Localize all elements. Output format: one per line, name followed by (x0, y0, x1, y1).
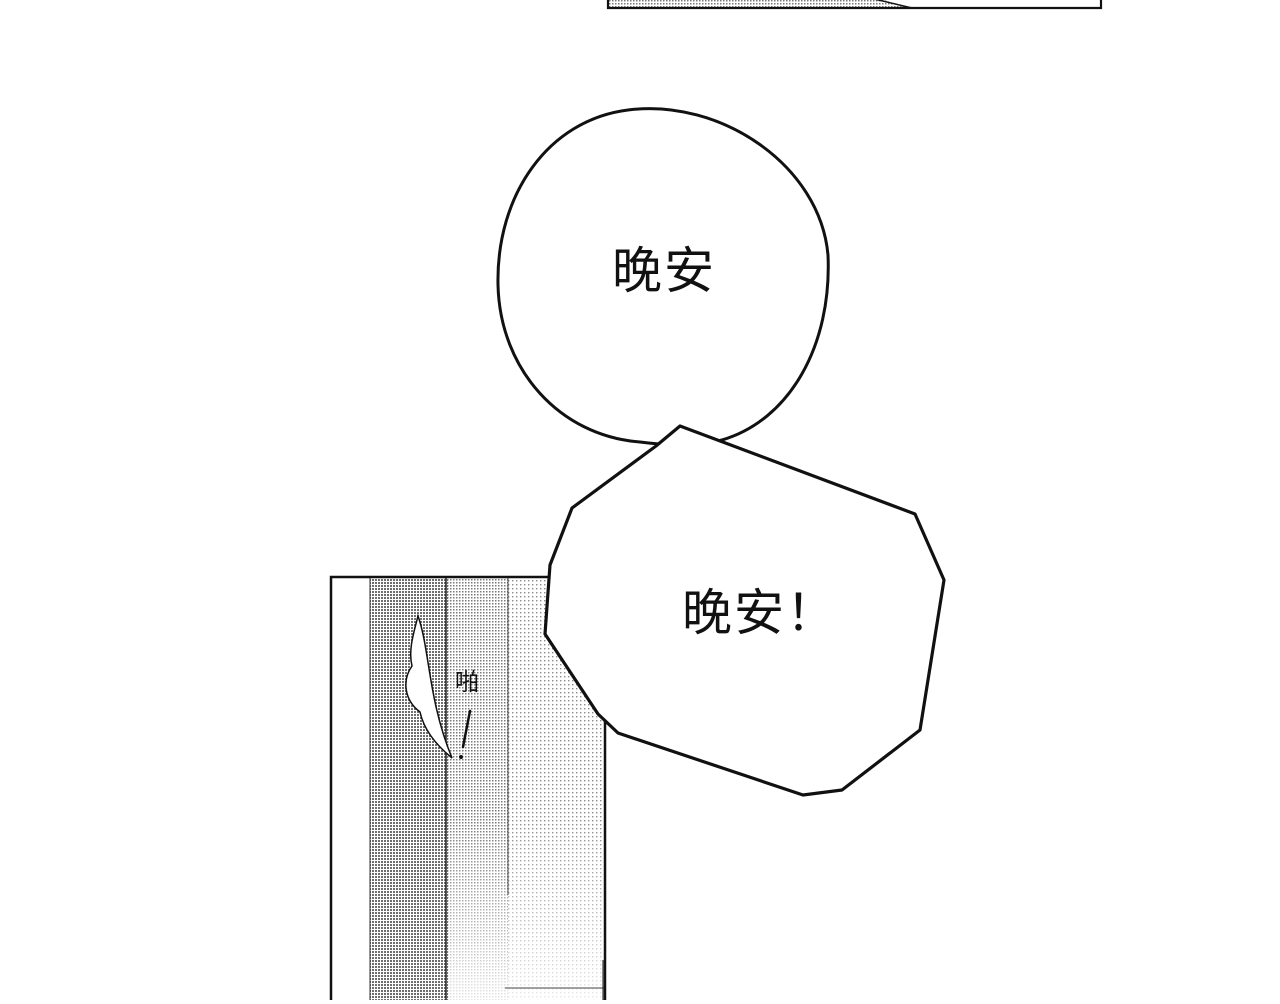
bubble-2-text: 晚安！ (682, 584, 838, 642)
speech-bubble-1 (496, 107, 830, 447)
bubble-1-text: 晚安 (612, 242, 716, 300)
sfx-mark (459, 709, 472, 759)
sound-effect-text: 啪 (455, 668, 479, 696)
top-panel-fragment (606, 0, 1103, 10)
speech-bubble-2 (543, 424, 946, 797)
